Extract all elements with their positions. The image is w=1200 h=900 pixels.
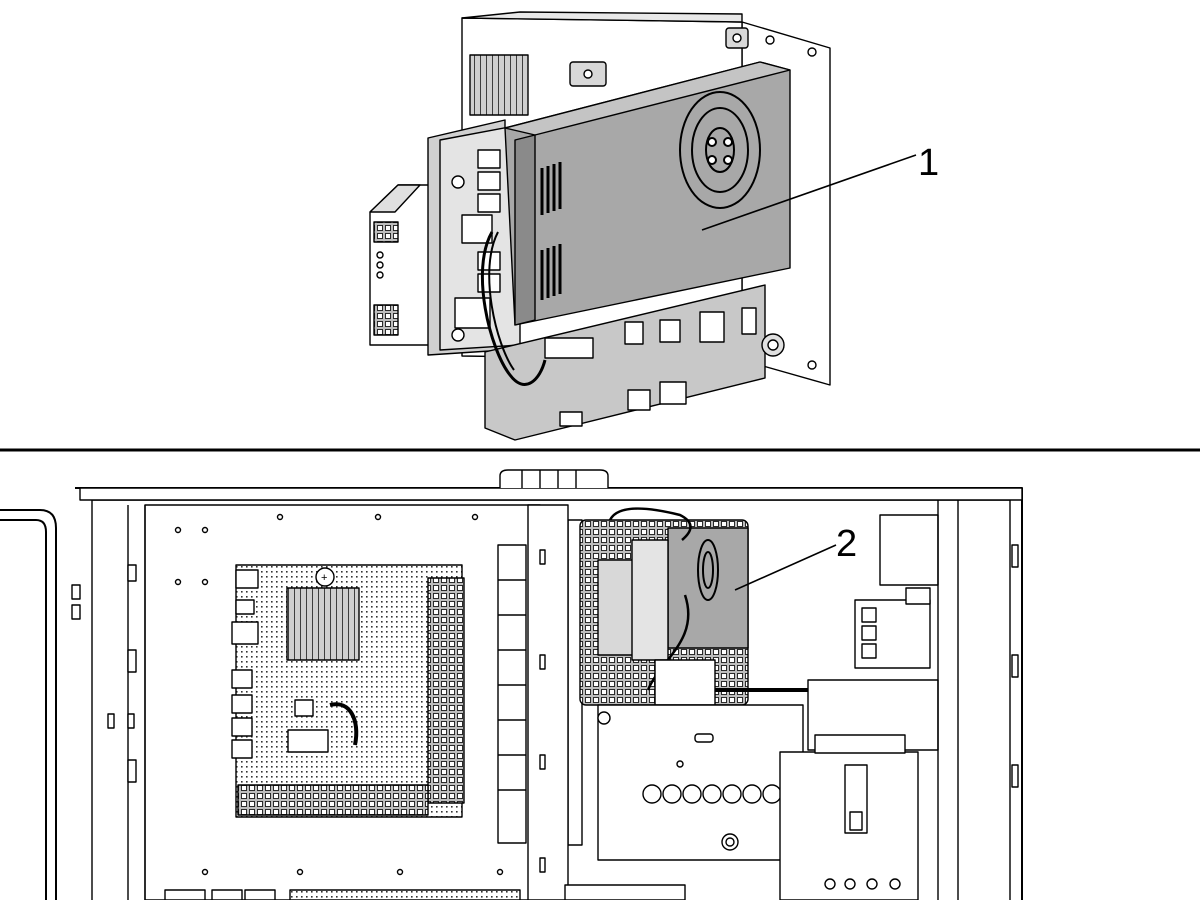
terminal-strip-right — [427, 577, 465, 804]
callout-1: 1 — [701, 142, 939, 231]
wire-duct — [497, 519, 583, 846]
breaker-panel — [597, 704, 804, 861]
top-view-assembly — [369, 11, 831, 441]
leader-line-2 — [734, 544, 837, 591]
callout-label-1: 1 — [918, 142, 939, 184]
terminal-strip-bottom — [237, 784, 429, 816]
terminal-blocks — [454, 149, 501, 329]
callout-label-2: 2 — [836, 523, 857, 565]
processor-heatsink — [286, 587, 360, 661]
fan-grille-icon — [679, 91, 761, 209]
selector-switches — [642, 784, 782, 804]
callout-2: 2 — [734, 523, 857, 591]
bottom-view-enclosure: + — [0, 469, 1023, 900]
svg-text:+: + — [321, 572, 327, 584]
leader-line-1 — [701, 154, 917, 231]
vent-slots — [540, 162, 562, 300]
battery-icon — [315, 567, 335, 587]
enclosure-door — [0, 509, 57, 900]
